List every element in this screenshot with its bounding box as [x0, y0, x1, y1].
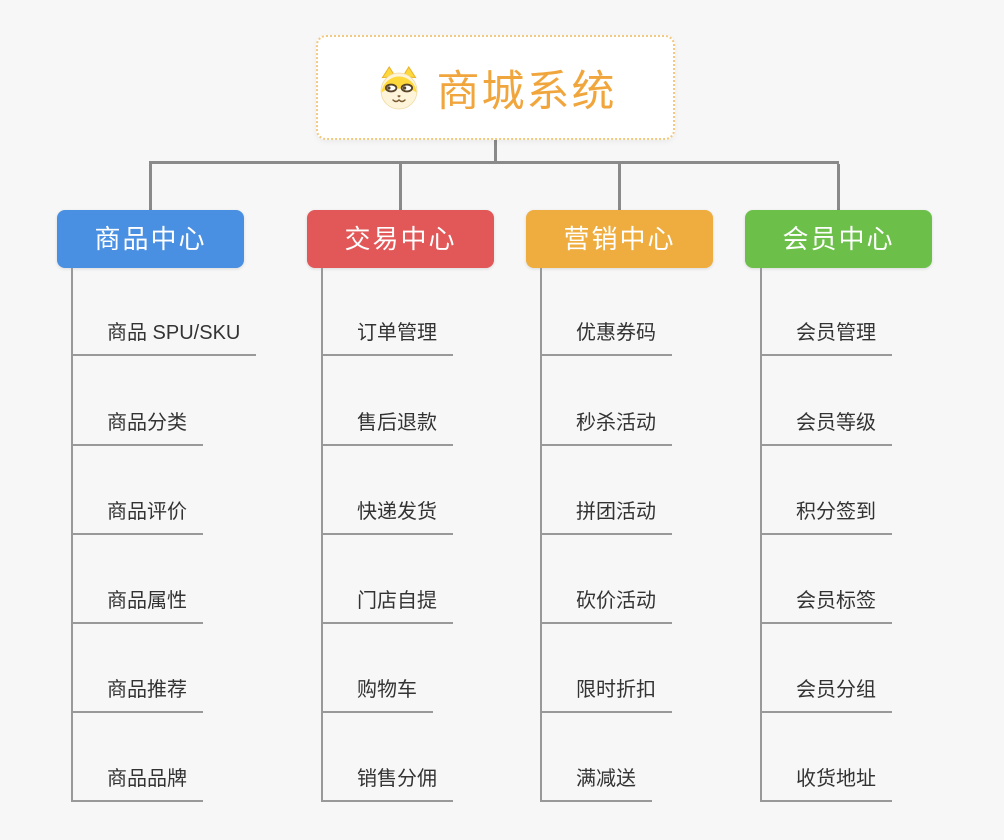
- child-node-limited-time-discount[interactable]: 限时折扣: [540, 678, 672, 713]
- child-node-product-spu-sku[interactable]: 商品 SPU/SKU: [71, 321, 257, 356]
- child-node-product-category[interactable]: 商品分类: [71, 411, 203, 446]
- branch-trunk-member-center: [760, 268, 762, 802]
- child-node-shipping-address[interactable]: 收货地址: [760, 767, 892, 802]
- child-node-group-buy[interactable]: 拼团活动: [540, 500, 672, 535]
- root-node-mall-system[interactable]: 商城系统: [316, 35, 675, 140]
- child-node-flash-sale[interactable]: 秒杀活动: [540, 411, 672, 446]
- child-node-points-checkin[interactable]: 积分签到: [760, 500, 892, 535]
- child-node-aftersale-refund[interactable]: 售后退款: [321, 411, 453, 446]
- connector-horizontal-rail: [149, 161, 839, 164]
- child-node-member-tag[interactable]: 会员标签: [760, 589, 892, 624]
- connector-drop-marketing-center: [618, 164, 621, 210]
- child-node-full-reduction[interactable]: 满减送: [540, 767, 652, 802]
- branch-node-product-center[interactable]: 商品中心: [57, 210, 244, 268]
- child-node-order-management[interactable]: 订单管理: [321, 321, 453, 356]
- child-node-express-delivery[interactable]: 快递发货: [321, 500, 453, 535]
- branch-node-member-center[interactable]: 会员中心: [745, 210, 932, 268]
- child-node-product-review[interactable]: 商品评价: [71, 500, 203, 535]
- connector-drop-trade-center: [399, 164, 402, 210]
- child-node-coupon-code[interactable]: 优惠券码: [540, 321, 672, 356]
- child-node-product-brand[interactable]: 商品品牌: [71, 767, 203, 802]
- child-node-product-recommend[interactable]: 商品推荐: [71, 678, 203, 713]
- child-node-product-attribute[interactable]: 商品属性: [71, 589, 203, 624]
- root-title: 商城系统: [436, 67, 617, 116]
- connector-drop-member-center: [837, 164, 840, 210]
- branch-node-marketing-center[interactable]: 营销中心: [526, 210, 713, 268]
- child-node-shopping-cart[interactable]: 购物车: [321, 678, 433, 713]
- child-node-member-group[interactable]: 会员分组: [760, 678, 892, 713]
- child-node-store-pickup[interactable]: 门店自提: [321, 589, 453, 624]
- connector-root-stub: [494, 138, 497, 163]
- branch-trunk-marketing-center: [540, 268, 542, 802]
- branch-trunk-trade-center: [321, 268, 323, 802]
- child-node-sales-commission[interactable]: 销售分佣: [321, 767, 453, 802]
- dog-face-icon: [380, 65, 417, 109]
- child-node-member-level[interactable]: 会员等级: [760, 411, 892, 446]
- connector-drop-product-center: [149, 164, 152, 210]
- child-node-bargain-activity[interactable]: 砍价活动: [540, 589, 672, 624]
- branch-node-trade-center[interactable]: 交易中心: [307, 210, 494, 268]
- child-node-member-management[interactable]: 会员管理: [760, 321, 892, 356]
- branch-trunk-product-center: [71, 268, 73, 802]
